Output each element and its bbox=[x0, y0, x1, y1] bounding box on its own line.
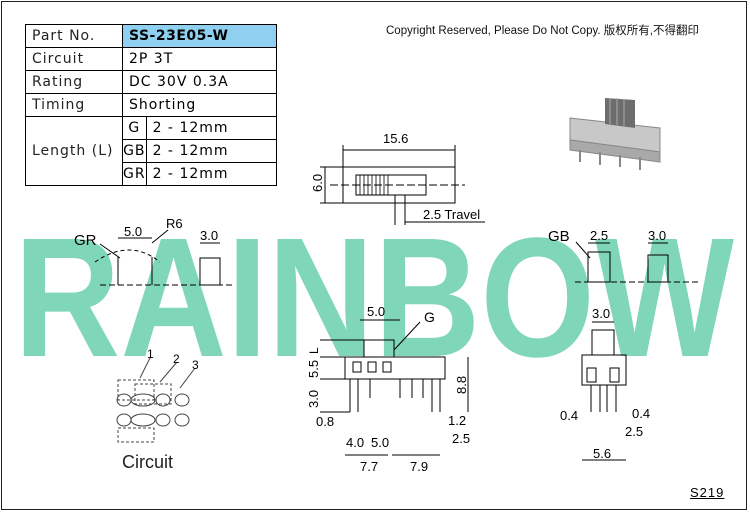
front-pitch-b: 5.0 bbox=[371, 435, 389, 450]
length-type-g: G bbox=[122, 116, 147, 140]
spec-row-rating: Rating DC 30V 0.3A bbox=[25, 70, 277, 94]
front-pitch-a: 4.0 bbox=[346, 435, 364, 450]
front-pitch-c: 2.5 bbox=[452, 431, 470, 446]
length-range-gr: 2 - 12mm bbox=[145, 162, 278, 186]
circuit-pin-1: 1 bbox=[147, 347, 154, 361]
front-actuator: 5.0 bbox=[367, 304, 385, 319]
length-type-gb: GB bbox=[122, 139, 147, 163]
spec-row-length-gb: GB 2 - 12mm bbox=[26, 139, 278, 163]
rating-value: DC 30V 0.3A bbox=[122, 70, 277, 94]
front-h1: 5.5 bbox=[306, 360, 321, 378]
gb-width: 2.5 bbox=[590, 228, 608, 243]
spec-row-timing: Timing Shorting bbox=[25, 93, 277, 117]
front-span-l: 7.7 bbox=[360, 459, 378, 474]
gr-side: 3.0 bbox=[200, 228, 218, 243]
front-pin-w: 0.8 bbox=[316, 414, 334, 429]
length-range-g: 2 - 12mm bbox=[145, 116, 278, 140]
gb-label: GB bbox=[548, 228, 570, 245]
side-view-drawing bbox=[581, 321, 627, 461]
spec-table: Part No. SS-23E05-W Circuit 2P 3T Rating… bbox=[25, 24, 278, 186]
spec-row-part: Part No. SS-23E05-W bbox=[25, 24, 277, 48]
footer-code: S219 bbox=[690, 485, 725, 500]
part-no-label: Part No. bbox=[25, 24, 123, 48]
gb-detail-drawing bbox=[575, 241, 700, 283]
spec-row-circuit: Circuit 2P 3T bbox=[25, 47, 277, 71]
side-top: 3.0 bbox=[592, 306, 610, 321]
circuit-value: 2P 3T bbox=[122, 47, 277, 71]
timing-label: Timing bbox=[25, 93, 123, 117]
top-view-height: 6.0 bbox=[310, 174, 325, 192]
circuit-pin-2: 2 bbox=[173, 352, 180, 366]
front-h2: 3.0 bbox=[306, 390, 321, 408]
timing-value: Shorting bbox=[122, 93, 277, 117]
length-type-gr: GR bbox=[122, 162, 147, 186]
gb-side: 3.0 bbox=[648, 228, 666, 243]
side-pin-r: 0.4 bbox=[632, 406, 650, 421]
gr-detail-drawing bbox=[94, 229, 235, 286]
side-pin-l: 0.4 bbox=[560, 408, 578, 423]
side-width: 5.6 bbox=[593, 446, 611, 461]
top-view-width: 15.6 bbox=[383, 131, 408, 146]
gr-label: GR bbox=[74, 232, 97, 249]
front-pin-t: 1.2 bbox=[448, 413, 466, 428]
gr-radius: R6 bbox=[166, 216, 183, 231]
top-view-travel: 2.5 Travel bbox=[423, 207, 480, 222]
circuit-pin-3: 3 bbox=[192, 358, 199, 372]
front-l: L bbox=[307, 347, 321, 354]
front-span-r: 7.9 bbox=[410, 459, 428, 474]
front-view-drawing bbox=[320, 319, 469, 456]
length-label: Length (L) bbox=[25, 116, 123, 186]
spec-row-length-g: Length (L) G 2 - 12mm bbox=[25, 116, 278, 186]
circuit-caption: Circuit bbox=[122, 452, 174, 472]
spec-row-length-gr: GR 2 - 12mm bbox=[26, 162, 278, 186]
rating-label: Rating bbox=[25, 70, 123, 94]
part-no-value: SS-23E05-W bbox=[122, 24, 277, 48]
circuit-label: Circuit bbox=[25, 47, 123, 71]
copyright-notice: Copyright Reserved, Please Do Not Copy. … bbox=[386, 25, 699, 37]
watermark: RAINBOW bbox=[14, 203, 734, 393]
top-view-drawing bbox=[320, 145, 485, 225]
front-label: G bbox=[424, 309, 435, 325]
circuit-diagram bbox=[116, 357, 196, 443]
product-photo bbox=[569, 98, 661, 170]
side-pitch: 2.5 bbox=[625, 424, 643, 439]
gr-width: 5.0 bbox=[124, 224, 142, 239]
length-range-gb: 2 - 12mm bbox=[145, 139, 278, 163]
front-total-h: 8.8 bbox=[454, 376, 469, 394]
